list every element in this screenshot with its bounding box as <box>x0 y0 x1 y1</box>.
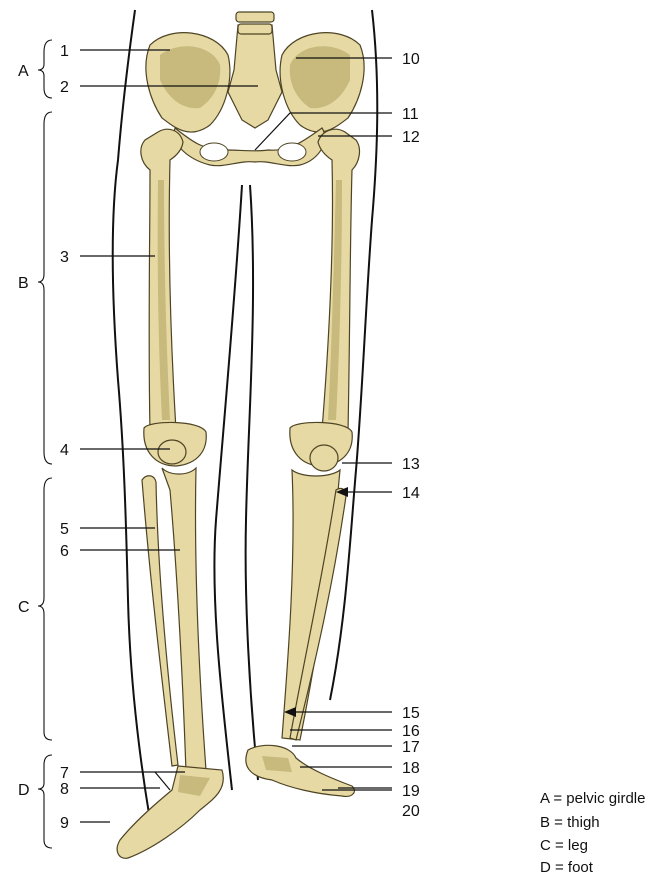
callout-4: 4 <box>60 442 69 459</box>
group-letter-c: C <box>18 599 30 616</box>
callout-8: 8 <box>60 781 69 798</box>
brace-b <box>38 112 52 464</box>
right-foot <box>246 745 355 796</box>
callout-3: 3 <box>60 249 69 266</box>
callout-15: 15 <box>402 705 420 722</box>
callout-1: 1 <box>60 43 69 60</box>
legend-item-c: C = leg <box>540 837 588 854</box>
callout-6: 6 <box>60 543 69 560</box>
group-braces <box>38 40 52 848</box>
brace-a <box>38 40 52 98</box>
legend: A = pelvic girdle B = thigh C = leg D = … <box>540 790 645 876</box>
callout-9: 9 <box>60 815 69 832</box>
sacrum <box>228 25 282 128</box>
callout-7: 7 <box>60 765 69 782</box>
callout-10: 10 <box>402 51 420 68</box>
left-patella <box>158 440 186 464</box>
group-letter-a: A <box>18 63 29 80</box>
callout-14: 14 <box>402 485 420 502</box>
callout-13: 13 <box>402 456 420 473</box>
callout-18: 18 <box>402 760 420 777</box>
feet <box>117 745 354 858</box>
callout-20: 20 <box>402 803 420 820</box>
right-tibia <box>282 470 340 740</box>
brace-d <box>38 755 52 848</box>
legend-item-a: A = pelvic girdle <box>540 790 645 807</box>
callout-2: 2 <box>60 79 69 96</box>
callout-5: 5 <box>60 521 69 538</box>
callout-12: 12 <box>402 129 420 146</box>
lower-legs <box>142 468 346 772</box>
callout-17: 17 <box>402 739 420 756</box>
legend-item-b: B = thigh <box>540 814 600 831</box>
brace-c <box>38 478 52 740</box>
legend-item-d: D = foot <box>540 859 594 876</box>
group-letter-d: D <box>18 782 30 799</box>
callout-11: 11 <box>402 106 419 123</box>
callout-16: 16 <box>402 723 420 740</box>
group-letter-b: B <box>18 275 29 292</box>
callout-19: 19 <box>402 783 420 800</box>
right-patella <box>310 445 338 471</box>
